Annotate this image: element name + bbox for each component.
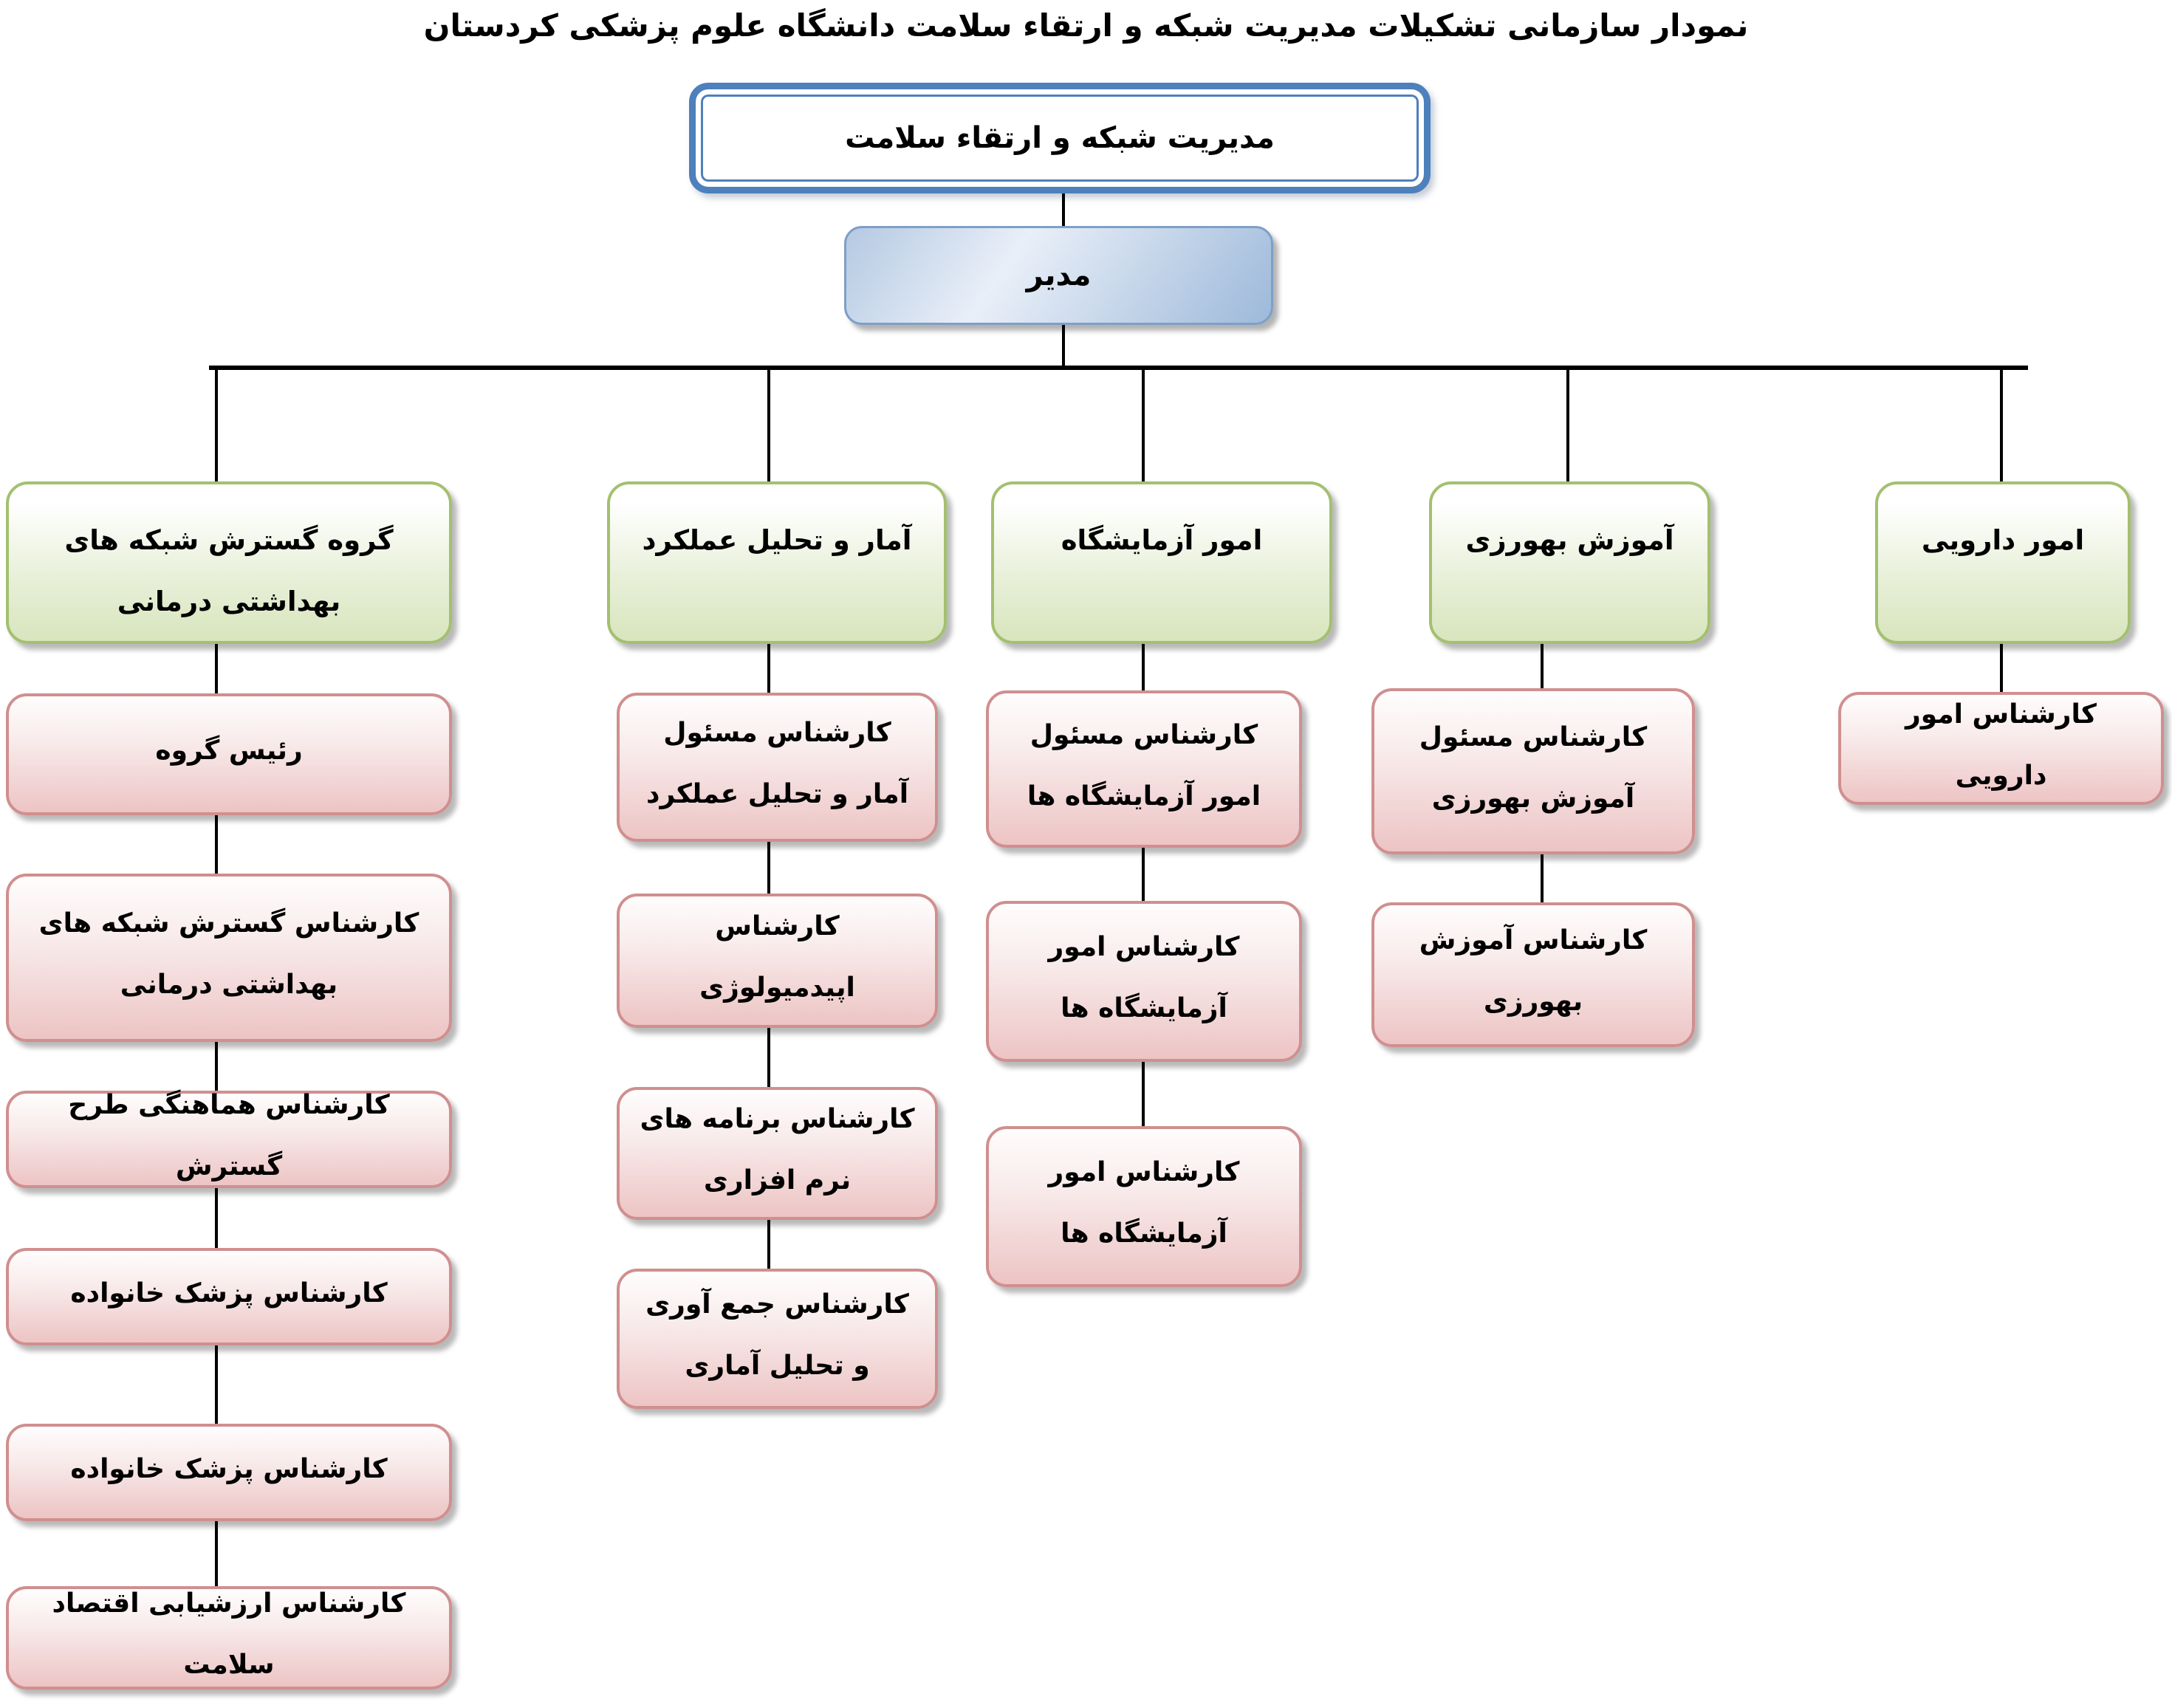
connector-line: [209, 366, 2028, 370]
node-role: کارشناس پزشک خانواده: [6, 1248, 452, 1345]
connector-line: [1566, 368, 1569, 481]
connector-line: [215, 368, 218, 481]
connector-line: [1541, 644, 1544, 688]
node-manager: مدیر: [844, 226, 1273, 325]
connector-line: [215, 1345, 218, 1424]
node-role: کارشناس مسئول امور آزمایشگاه ها: [986, 690, 1302, 848]
connector-line: [1142, 368, 1145, 481]
node-dept-expansion-group: گروه گسترش شبکه های بهداشتی درمانی: [6, 481, 452, 644]
connector-line: [767, 1028, 770, 1087]
connector-line: [1142, 644, 1145, 690]
connector-line: [215, 1521, 218, 1586]
node-role: کارشناس برنامه های نرم افزاری: [617, 1087, 938, 1220]
connector-line: [767, 842, 770, 894]
node-dept-laboratory: امور آزمایشگاه: [991, 481, 1332, 644]
node-role: کارشناس امور دارویی: [1838, 692, 2164, 805]
connector-line: [1142, 1062, 1145, 1126]
node-role: کارشناس مسئول آموزش بهورزی: [1371, 688, 1695, 854]
connector-line: [767, 644, 770, 693]
node-dept-statistics: آمار و تحلیل عملکرد: [607, 481, 947, 644]
node-role: کارشناس هماهنگی طرح گسترش: [6, 1090, 452, 1188]
connector-line: [1142, 848, 1145, 901]
node-role: کارشناس جمع آوری و تحلیل آماری: [617, 1269, 938, 1409]
connector-line: [2000, 644, 2003, 692]
node-role: کارشناس امور آزمایشگاه ها: [986, 1126, 1302, 1287]
node-dept-behvarz-training: آموزش بهورزی: [1429, 481, 1710, 644]
connector-line: [1062, 193, 1065, 226]
node-role: کارشناس گسترش شبکه های بهداشتی درمانی: [6, 874, 452, 1042]
node-role: رئیس گروه: [6, 693, 452, 815]
node-dept-pharmaceutical: امور دارویی: [1875, 481, 2131, 644]
connector-line: [215, 1042, 218, 1091]
connector-line: [2000, 368, 2003, 481]
node-role: کارشناس امور آزمایشگاه ها: [986, 901, 1302, 1062]
connector-line: [215, 1188, 218, 1248]
connector-line: [1541, 854, 1544, 902]
connector-line: [767, 1220, 770, 1269]
connector-line: [215, 644, 218, 693]
connector-line: [767, 368, 770, 481]
node-role: کارشناس آموزش بهورزی: [1371, 902, 1695, 1047]
connector-line: [1062, 325, 1065, 367]
node-role: کارشناس ارزشیابی اقتصاد سلامت: [6, 1586, 452, 1690]
node-role: کارشناس اپیدمیولوژی: [617, 894, 938, 1028]
node-root: مدیریت شبکه و ارتقاء سلامت: [689, 83, 1431, 193]
node-role: کارشناس پزشک خانواده: [6, 1424, 452, 1521]
chart-title: نمودار سازمانی تشکیلات مدیریت شبکه و ارت…: [423, 7, 1749, 44]
connector-line: [215, 815, 218, 874]
node-role: کارشناس مسئول آمار و تحلیل عملکرد: [617, 693, 938, 842]
